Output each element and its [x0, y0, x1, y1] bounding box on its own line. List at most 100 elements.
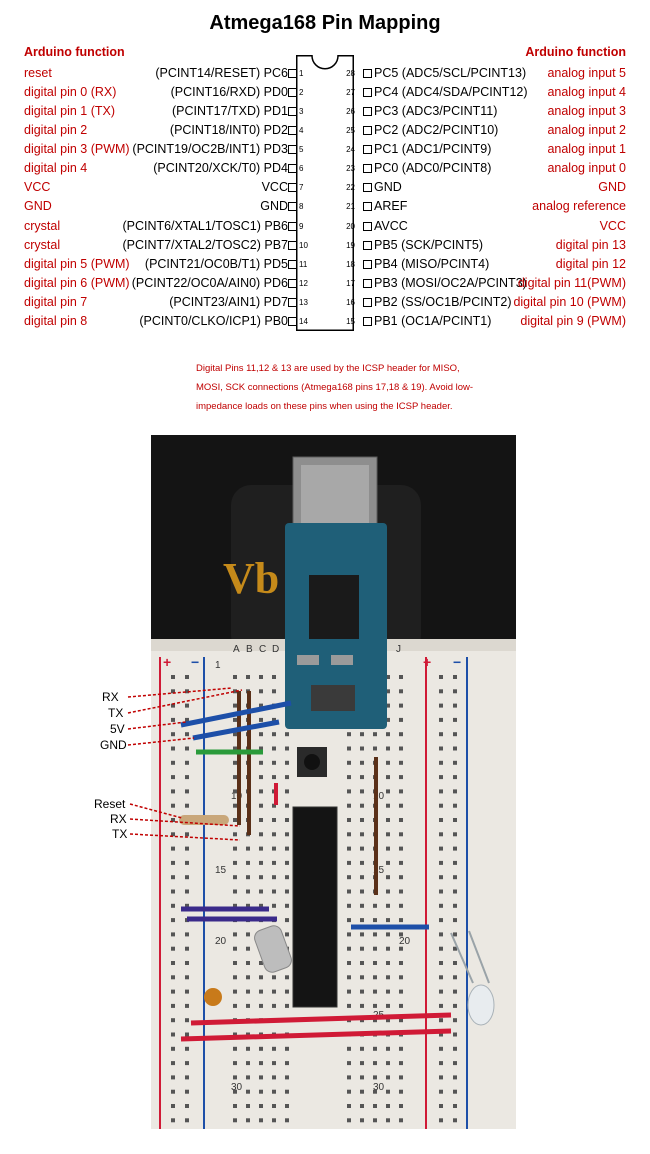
left-pin-name: (PCINT18/INT0) PD2: [169, 123, 288, 138]
pin-row: digital pin 6 (PWM)(PCINT22/OC0A/AIN0) P…: [0, 276, 650, 295]
pin-pad: [288, 297, 297, 307]
wire-label-5v: 5V: [110, 722, 125, 736]
pin-pad: [363, 164, 372, 174]
pin-pad: [288, 278, 297, 288]
right-function-header: Arduino function: [525, 45, 626, 59]
right-pin-number: 24: [346, 145, 355, 155]
right-arduino-function: digital pin 12: [555, 256, 626, 271]
right-pin-number: 17: [346, 278, 355, 288]
pin-pad: [363, 202, 372, 212]
left-pin-number: 12: [299, 278, 308, 288]
left-pin-name: (PCINT19/OC2B/INT1) PD3: [132, 142, 288, 157]
left-pin-number: 2: [299, 88, 304, 98]
left-pin-number: 5: [299, 145, 304, 155]
right-pin-number: 25: [346, 126, 355, 136]
column-letter-b: B: [246, 644, 253, 655]
pin-pad: [363, 259, 372, 269]
right-pin-name: PB4 (MISO/PCINT4): [374, 256, 490, 271]
left-pin-number: 1: [299, 69, 304, 78]
pin-pad: [363, 69, 372, 78]
left-arduino-function: digital pin 6 (PWM): [24, 275, 130, 290]
left-arduino-function: digital pin 1 (TX): [24, 104, 116, 119]
right-pin-name: PC0 (ADC0/PCINT8): [374, 161, 492, 176]
breadboard-holes: [171, 675, 457, 1123]
rail-minus-right: −: [453, 654, 461, 670]
left-pin-name: (PCINT7/XTAL2/TOSC2) PB7: [122, 237, 288, 252]
right-arduino-function: analog input 2: [547, 123, 626, 138]
left-pin-number: 14: [299, 316, 308, 326]
pin-pad: [363, 107, 372, 117]
right-arduino-function: digital pin 13: [555, 237, 626, 252]
left-pin-name: (PCINT6/XTAL1/TOSC1) PB6: [122, 218, 288, 233]
right-pin-number: 18: [346, 259, 355, 269]
left-pin-name: GND: [260, 199, 288, 214]
right-pin-name: PB5 (SCK/PCINT5): [374, 237, 484, 252]
note-line: Digital Pins 11,12 & 13 are used by the …: [196, 363, 460, 374]
right-pin-name: PC5 (ADC5/SCL/PCINT13): [374, 66, 527, 80]
wire-label-reset: Reset: [94, 797, 126, 811]
rail-minus-left: −: [191, 654, 199, 670]
column-letter-d: D: [272, 644, 279, 655]
left-pin-name: (PCINT20/XCK/T0) PD4: [153, 161, 288, 176]
wire-label-tx-bottom: TX: [112, 827, 128, 841]
pin-pad: [288, 221, 297, 231]
pin-pad: [288, 183, 297, 193]
right-pin-name: PB3 (MOSI/OC2A/PCINT3): [374, 275, 527, 290]
right-pin-number: 26: [346, 107, 355, 117]
pin-pad: [288, 316, 297, 326]
right-arduino-function: GND: [598, 180, 626, 195]
right-pin-number: 20: [346, 221, 355, 231]
row-number: 20: [215, 936, 227, 947]
right-arduino-function: analog input 1: [547, 142, 626, 157]
row-number: 10: [373, 791, 385, 802]
icsp-note: Digital Pins 11,12 & 13 are used by the …: [196, 359, 496, 416]
left-arduino-function: digital pin 7: [24, 294, 88, 309]
right-arduino-function: analog input 0: [547, 161, 626, 176]
wire-label-tx-top: TX: [108, 706, 124, 720]
right-arduino-function: analog input 5: [547, 66, 626, 80]
left-pin-name: VCC: [261, 180, 288, 195]
pin-pad: [288, 145, 297, 155]
right-pin-name: PB1 (OC1A/PCINT1): [374, 313, 492, 328]
row-number: 1: [215, 660, 221, 671]
left-pin-name: (PCINT17/TXD) PD1: [172, 104, 288, 119]
wire-label-gnd: GND: [100, 738, 127, 752]
left-pin-number: 11: [299, 259, 308, 269]
wire-label-rx-bottom: RX: [110, 812, 127, 826]
left-arduino-function: digital pin 5 (PWM): [24, 256, 130, 271]
pin-pad: [288, 69, 297, 78]
pin-row: digital pin 5 (PWM) (PCINT21/OC0B/T1) PD5…: [0, 257, 650, 276]
pin-pad: [288, 240, 297, 250]
left-pin-name: (PCINT21/OC0B/T1) PD5: [144, 256, 288, 271]
left-arduino-function: digital pin 4: [24, 161, 88, 176]
right-pin-number: 16: [346, 297, 355, 307]
right-pin-name: GND: [374, 180, 402, 195]
left-arduino-function: crystal: [24, 237, 61, 252]
right-pin-number: 28: [346, 69, 355, 78]
left-pin-name: (PCINT16/RXD) PD0: [170, 85, 288, 100]
page-title: Atmega168 Pin Mapping: [209, 12, 441, 34]
left-arduino-function: digital pin 3 (PWM): [24, 142, 130, 157]
breadboard-photo: Vb + − + − A B C D J 1 5 10 10 15 15 20 …: [151, 435, 516, 1129]
left-pin-number: 8: [299, 202, 304, 212]
row-number: 15: [215, 865, 227, 876]
pin-pad: [363, 297, 372, 307]
pin-pad: [363, 240, 372, 250]
left-pin-number: 13: [299, 297, 308, 307]
left-pin-name: (PCINT22/OC0A/AIN0) PD6: [131, 275, 288, 290]
right-pin-name: PC1 (ADC1/PCINT9): [374, 142, 492, 157]
right-pin-number: 15: [346, 316, 355, 326]
board-logo-text: Vb: [223, 554, 279, 603]
right-pin-name: PC3 (ADC3/PCINT11): [374, 104, 498, 119]
column-letter-j: J: [396, 644, 401, 655]
row-number: 20: [399, 936, 411, 947]
pin-pad: [288, 202, 297, 212]
